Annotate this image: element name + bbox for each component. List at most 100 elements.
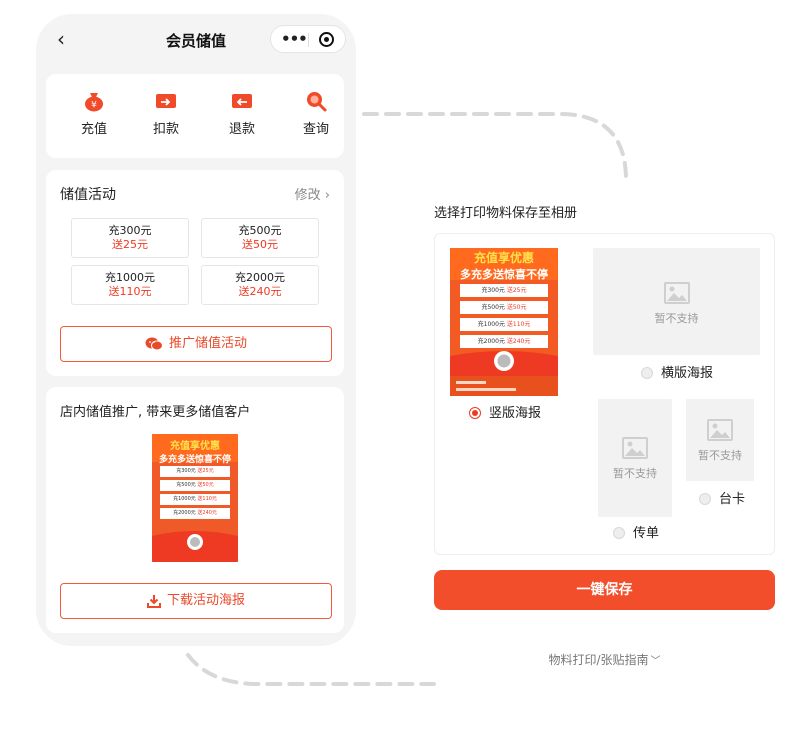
action-refund[interactable]: 退款: [212, 90, 272, 137]
print-guide-link[interactable]: 物料打印/张贴指南﹀: [434, 651, 775, 668]
option-label: 传单: [633, 526, 660, 541]
promote-activity-button[interactable]: 推广储值活动: [60, 326, 332, 362]
unsupported-text: 暂不支持: [698, 449, 742, 462]
poster-headline: 充值享优惠: [473, 251, 534, 265]
activity-title: 储值活动: [60, 187, 116, 203]
action-recharge[interactable]: ¥ 充值: [64, 90, 124, 137]
tier-item: 充500元 送50元: [201, 218, 319, 258]
poster-row: 充1000元 送110元: [460, 318, 548, 331]
tier-bonus: 送50元: [242, 238, 278, 251]
page-title: 会员储值: [165, 32, 226, 50]
in-store-promotion-card: 店内储值推广, 带来更多储值客户 充值享优惠 多充多送惊喜不停 充300元 送2…: [46, 387, 344, 633]
vertical-poster-thumb[interactable]: 充值享优惠 多充多送惊喜不停 充300元 送25元 充500元 送50元 充10…: [450, 248, 558, 396]
tier-charge: 充1000元: [105, 271, 155, 284]
chevron-down-icon: ﹀: [650, 656, 661, 667]
chevron-right-icon: ›: [324, 188, 330, 203]
poster-row: 充500元 送50元: [460, 301, 548, 314]
one-click-save-button[interactable]: 一键保存: [434, 570, 775, 610]
action-label: 退款: [228, 122, 255, 137]
poster-subline: 多充多送惊喜不停: [460, 268, 548, 281]
poster-row-charge: 充500元: [176, 482, 196, 488]
option-flyer[interactable]: 传单: [613, 522, 659, 541]
action-label: 充值: [80, 122, 107, 137]
tier-bonus: 送110元: [108, 285, 152, 298]
download-poster-button[interactable]: 下载活动海报: [60, 583, 332, 619]
target-icon[interactable]: [319, 32, 334, 47]
tier-charge: 充2000元: [235, 271, 285, 284]
edit-label: 修改: [294, 188, 321, 203]
phone-frame: ‹ 会员储值 ••• ¥ 充值 扣款: [36, 14, 356, 646]
card-refund-icon: [232, 94, 252, 108]
image-placeholder-icon: [707, 419, 733, 441]
more-dots-icon[interactable]: •••: [281, 30, 308, 48]
poster-row-bonus: 送240元: [506, 338, 531, 345]
tier-item: 充300元 送25元: [71, 218, 189, 258]
poster-row-bonus: 送25元: [506, 287, 527, 294]
mini-program-capsule: •••: [270, 25, 346, 53]
stored-value-activity-card: 储值活动 修改 › 充300元 送25元 充500元 送50元 充1000元 送…: [46, 170, 344, 376]
poster-row-charge: 充2000元: [477, 338, 505, 345]
download-label: 下载活动海报: [166, 593, 245, 608]
poster-row-bonus: 送50元: [506, 304, 527, 311]
poster-qr-area: [450, 351, 558, 396]
poster-row: 充300元 送25元: [460, 284, 548, 297]
poster-header: 充值享优惠 多充多送惊喜不停: [450, 248, 558, 281]
poster-row-charge: 充300元: [176, 468, 196, 474]
poster-row-charge: 充500元: [481, 304, 505, 311]
poster-headline: 充值享优惠: [170, 441, 220, 452]
poster-row: 充300元 送25元: [160, 466, 230, 477]
poster-row-charge: 充1000元: [477, 321, 505, 328]
radio-unselected[interactable]: [641, 366, 653, 379]
chevron-left-icon[interactable]: ‹: [57, 27, 65, 51]
tier-bonus: 送25元: [112, 238, 148, 251]
action-query[interactable]: 查询: [286, 90, 346, 137]
tier-charge: 充300元: [108, 224, 152, 237]
action-label: 查询: [302, 122, 329, 137]
poster-row: 充2000元 送240元: [160, 508, 230, 519]
promote-label: 推广储值活动: [168, 336, 247, 351]
action-deduct[interactable]: 扣款: [136, 90, 196, 137]
poster-row-charge: 充300元: [481, 287, 505, 294]
unsupported-text: 暂不支持: [654, 312, 699, 325]
capsule-divider: [308, 33, 309, 47]
poster-row-bonus: 送110元: [506, 321, 531, 328]
material-picker: 充值享优惠 多充多送惊喜不停 充300元 送25元 充500元 送50元 充10…: [434, 233, 775, 555]
option-horizontal-poster[interactable]: 横版海报: [641, 362, 713, 381]
tier-item: 充1000元 送110元: [71, 265, 189, 305]
poster-row-bonus: 送240元: [197, 510, 217, 516]
poster-row: 充2000元 送240元: [460, 335, 548, 348]
option-label: 台卡: [719, 492, 746, 507]
table-card-thumb[interactable]: 暂不支持: [686, 399, 754, 481]
image-placeholder-icon: [622, 437, 648, 459]
poster-rows: 充300元 送25元 充500元 送50元 充1000元 送110元 充2000…: [450, 280, 558, 348]
flyer-thumb[interactable]: 暂不支持: [598, 399, 672, 517]
unsupported-text: 暂不支持: [613, 467, 657, 480]
panel-title: 选择打印物料保存至相册: [434, 206, 578, 221]
quick-actions-card: ¥ 充值 扣款 退款 查询: [46, 74, 344, 158]
image-placeholder-icon: [663, 282, 690, 304]
card-deduct-icon: [156, 94, 176, 108]
download-icon: [146, 594, 161, 608]
guide-label: 物料打印/张贴指南: [548, 653, 649, 667]
radio-selected[interactable]: [469, 406, 481, 419]
option-label: 竖版海报: [489, 406, 542, 421]
poster-subline: 多充多送惊喜不停: [158, 455, 231, 465]
nav-bar: ‹ 会员储值 •••: [36, 14, 356, 66]
poster-row: 充1000元 送110元: [160, 494, 230, 505]
poster-row-bonus: 送25元: [197, 468, 214, 474]
search-icon: [307, 92, 327, 112]
radio-unselected[interactable]: [613, 526, 625, 539]
svg-text:¥: ¥: [91, 101, 97, 111]
poster-row-charge: 充2000元: [173, 510, 196, 516]
radio-unselected[interactable]: [699, 492, 711, 505]
option-vertical-poster[interactable]: 竖版海报: [469, 402, 541, 421]
poster-preview: 充值享优惠 多充多送惊喜不停 充300元 送25元 充500元 送50元 充10…: [152, 434, 238, 562]
edit-activity-link[interactable]: 修改 ›: [295, 184, 330, 203]
option-table-card[interactable]: 台卡: [699, 488, 745, 507]
poster-qr-area: [152, 531, 238, 562]
poster-row: 充500元 送50元: [160, 480, 230, 491]
horizontal-poster-thumb[interactable]: 暂不支持: [593, 248, 760, 355]
wechat-icon: [145, 337, 163, 350]
tier-bonus: 送240元: [238, 285, 282, 298]
